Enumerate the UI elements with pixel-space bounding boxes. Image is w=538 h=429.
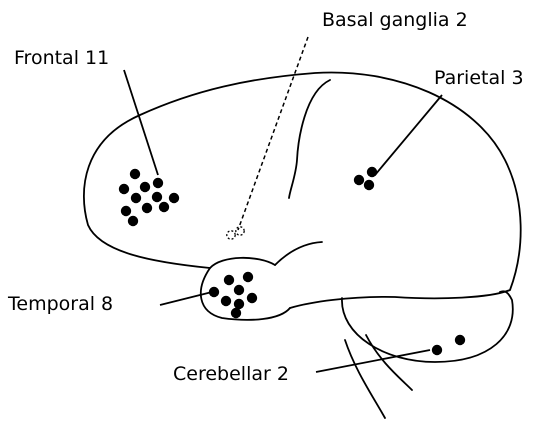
lesion-dot — [159, 202, 169, 212]
brainstem-front-edge — [366, 335, 412, 390]
parietal-lesions — [354, 167, 377, 190]
lesion-dot — [224, 275, 234, 285]
lesion-dot — [131, 193, 141, 203]
lateral-fissure — [275, 242, 322, 265]
frontal-leader-line — [124, 70, 158, 175]
lesion-dot — [234, 285, 244, 295]
lesion-dot — [234, 299, 244, 309]
lesion-dot — [432, 345, 442, 355]
lesion-dot — [121, 206, 131, 216]
parietal-leader-line — [375, 95, 442, 175]
basal-ganglia-label: Basal ganglia 2 — [322, 9, 468, 31]
frontal-label: Frontal 11 — [14, 47, 109, 69]
temporal-label: Temporal 8 — [7, 293, 113, 315]
lesion-dot — [243, 272, 253, 282]
basal-ganglia-lesions — [227, 227, 244, 239]
lesion-dot — [367, 167, 377, 177]
frontal-lesions — [119, 169, 179, 226]
lesion-dot — [169, 193, 179, 203]
cerebellar-lesions — [432, 335, 465, 355]
lesion-outline — [236, 227, 244, 235]
lesion-dot — [354, 175, 364, 185]
basal-ganglia-leader-line — [238, 37, 308, 230]
lesion-dot — [209, 287, 219, 297]
brainstem-outline — [345, 340, 385, 418]
lesion-dot — [231, 308, 241, 318]
lesion-outline — [227, 231, 235, 239]
lesion-dot — [130, 169, 140, 179]
lesion-dot — [221, 296, 231, 306]
lesion-dot — [247, 293, 257, 303]
lesion-dot — [152, 192, 162, 202]
lesion-dot — [140, 182, 150, 192]
parietal-label: Parietal 3 — [434, 67, 524, 89]
lesion-dot — [455, 335, 465, 345]
lesion-dot — [142, 203, 152, 213]
lesion-dot — [119, 184, 129, 194]
cerebellar-label: Cerebellar 2 — [173, 363, 289, 385]
temporal-leader-line — [160, 292, 212, 305]
cerebrum-outline — [84, 72, 521, 308]
lesion-dot — [128, 216, 138, 226]
temporal-lesions — [209, 272, 257, 318]
lesion-dot — [364, 180, 374, 190]
central-sulcus — [289, 80, 330, 198]
lesion-dot — [153, 178, 163, 188]
